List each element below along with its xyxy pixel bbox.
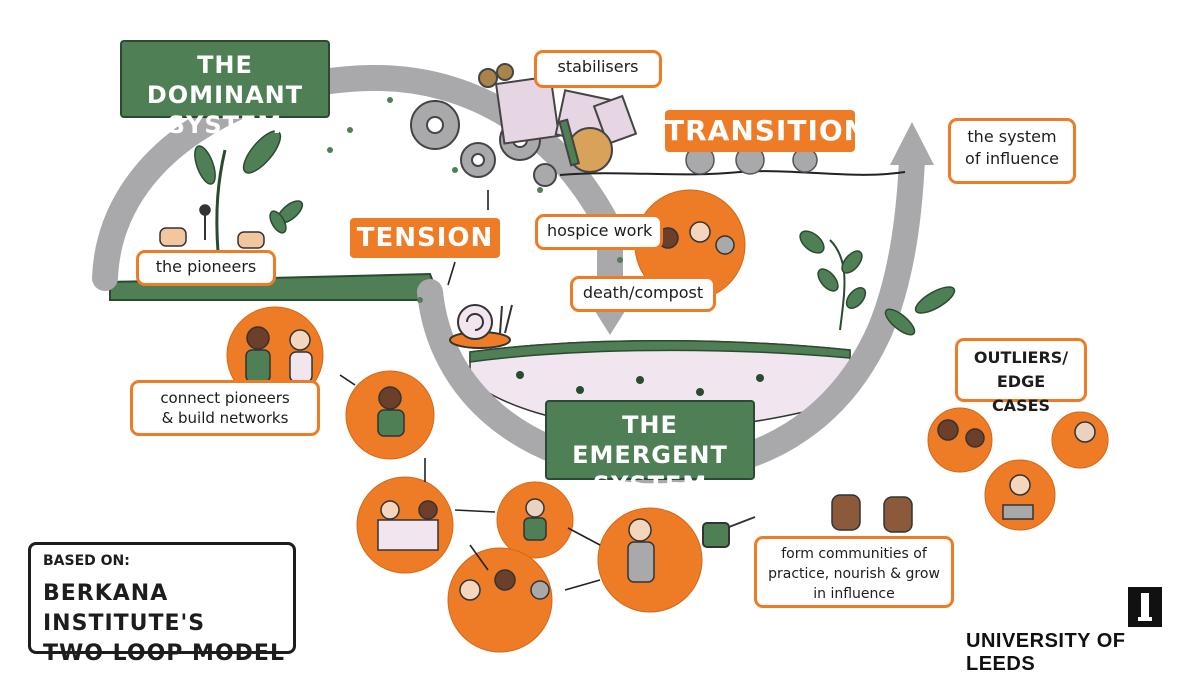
- watering-can-icon: [703, 517, 755, 547]
- model-name: BERKANA INSTITUTE'S TWO LOOP MODEL: [43, 579, 293, 669]
- tension-heading: TENSION: [350, 218, 500, 258]
- emergent-system-title: THE EMERGENT SYSTEM: [545, 400, 755, 480]
- death-compost-label: death/compost: [570, 276, 716, 312]
- hospice-work-label: hospice work: [535, 214, 663, 250]
- university-name: UNIVERSITY OF LEEDS: [966, 630, 1200, 676]
- outliers-label: OUTLIERS/ EDGE CASES: [955, 338, 1087, 402]
- dominant-system-title: THE DOMINANT SYSTEM: [120, 40, 330, 118]
- stabilisers-label: stabilisers: [534, 50, 662, 88]
- system-of-influence-label: the system of influence: [948, 118, 1076, 184]
- connect-pioneers-label: connect pioneers & build networks: [130, 380, 320, 436]
- pioneers-label: the pioneers: [136, 250, 276, 286]
- pioneer-hands: [160, 205, 264, 248]
- transition-heading: TRANSITION: [665, 110, 855, 152]
- form-communities-label: form communities of practice, nourish & …: [754, 536, 954, 608]
- snail-icon: [450, 305, 512, 348]
- based-on-label: BASED ON:: [43, 553, 130, 569]
- growing-hands: [832, 495, 912, 532]
- transition-line: [560, 171, 905, 175]
- source-box: BASED ON: BERKANA INSTITUTE'S TWO LOOP M…: [28, 542, 296, 654]
- university-crest-icon: [1128, 587, 1162, 627]
